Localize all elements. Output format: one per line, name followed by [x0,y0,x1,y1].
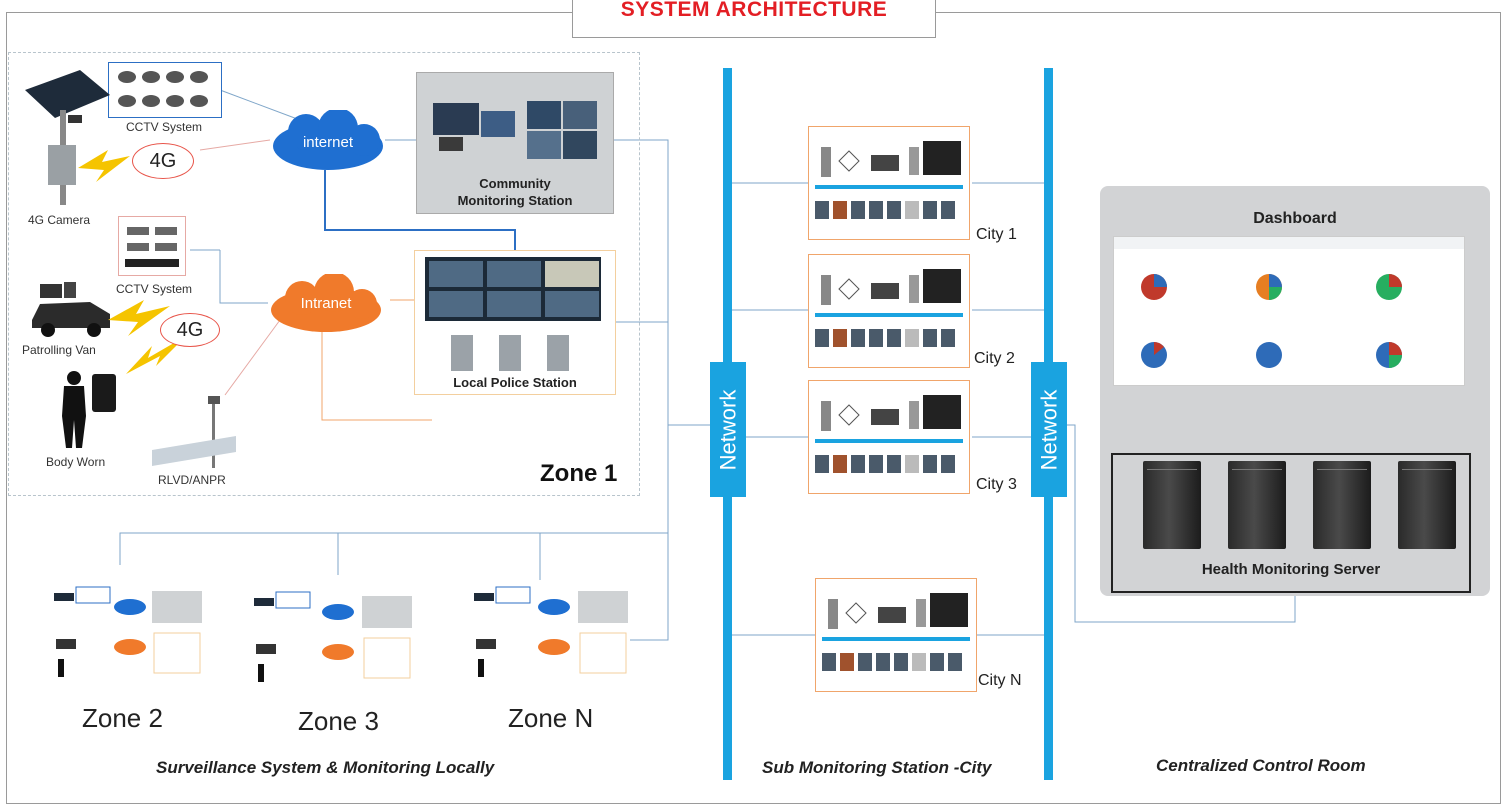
patrol-van-icon [32,282,110,337]
footer-central-label: Centralized Control Room [1156,756,1366,775]
body-worn-camera-icon [62,371,116,448]
lightning-icon [108,300,170,336]
pie-charts-icon [1114,237,1464,368]
internet-label: internet [302,133,354,151]
server-tower-icon [1228,461,1286,549]
zone-thumbnail-icon [254,591,412,682]
badge-4g-mid: 4G [160,313,220,347]
intranet-cloud-icon [271,274,381,332]
internet-cloud-icon [273,110,383,170]
server-tower-icon [1313,461,1371,549]
city-3-station [808,380,970,494]
zone-2-label: Zone 2 [82,703,163,733]
cctv-top-label: CCTV System [126,120,203,134]
dome-camera-icon [118,71,208,107]
city-station-icon [822,593,970,671]
zone-thumbnail-icon [54,586,202,677]
zone-1-label: Zone 1 [540,460,618,487]
intranet-label: Intranet [300,294,352,312]
footer-local-label: Surveillance System & Monitoring Locally [156,758,495,777]
city-1-station [808,126,970,240]
zone-3-label: Zone 3 [298,706,379,736]
dashboard-screenshot [1113,236,1465,386]
network-badge-left: Network [710,362,746,497]
camera-4g-label: 4G Camera [28,213,91,227]
lightning-icon [126,336,186,374]
zone-2-thumbnail [50,585,210,695]
rlvd-anpr-icon [152,396,236,468]
community-label-line1: Community [479,176,551,191]
body-worn-label: Body Worn [46,455,106,469]
network-label-left: Network [715,389,740,470]
city-3-label: City 3 [976,476,1017,493]
community-monitoring-station: Community Monitoring Station [416,72,614,214]
local-police-station: Local Police Station [414,250,616,395]
monitor-screens-icon [433,101,597,159]
lightning-icon [78,150,130,182]
badge-4g-top: 4G [132,143,194,179]
city-station-icon [815,395,963,473]
health-monitoring-server: Health Monitoring Server [1111,453,1471,593]
rlvd-label: RLVD/ANPR [158,473,226,487]
bullet-camera-icon [125,227,179,267]
city-n-label: City N [978,672,1022,689]
community-label-line2: Monitoring Station [457,193,573,208]
zone-n-label: Zone N [508,703,594,733]
solar-camera-icon [25,70,110,205]
zone-n-thumbnail [470,585,635,695]
server-tower-icon [1398,461,1456,549]
zone-3-thumbnail [250,590,420,700]
cctv-bullet-cameras [118,216,186,276]
police-station-icon [425,257,601,371]
van-label: Patrolling Van [22,343,96,357]
server-tower-icon [1143,461,1201,549]
city-station-icon [815,141,963,219]
cctv-dome-cameras [108,62,222,118]
city-1-label: City 1 [976,226,1017,243]
network-label-right: Network [1036,389,1061,470]
city-2-label: City 2 [974,350,1015,367]
city-n-station [815,578,977,692]
zone-thumbnail-icon [474,586,628,677]
cctv-mid-label: CCTV System [116,282,193,296]
server-label: Health Monitoring Server [1201,561,1381,578]
zone-1-panel [8,52,640,496]
police-label: Local Police Station [453,375,577,390]
dashboard-label: Dashboard [1253,210,1337,227]
city-2-station [808,254,970,368]
footer-city-label: Sub Monitoring Station -City [762,758,992,777]
page-title: SYSTEM ARCHITECTURE [620,0,888,21]
title-box: SYSTEM ARCHITECTURE [572,0,936,38]
network-badge-right: Network [1031,362,1067,497]
city-station-icon [815,269,963,347]
